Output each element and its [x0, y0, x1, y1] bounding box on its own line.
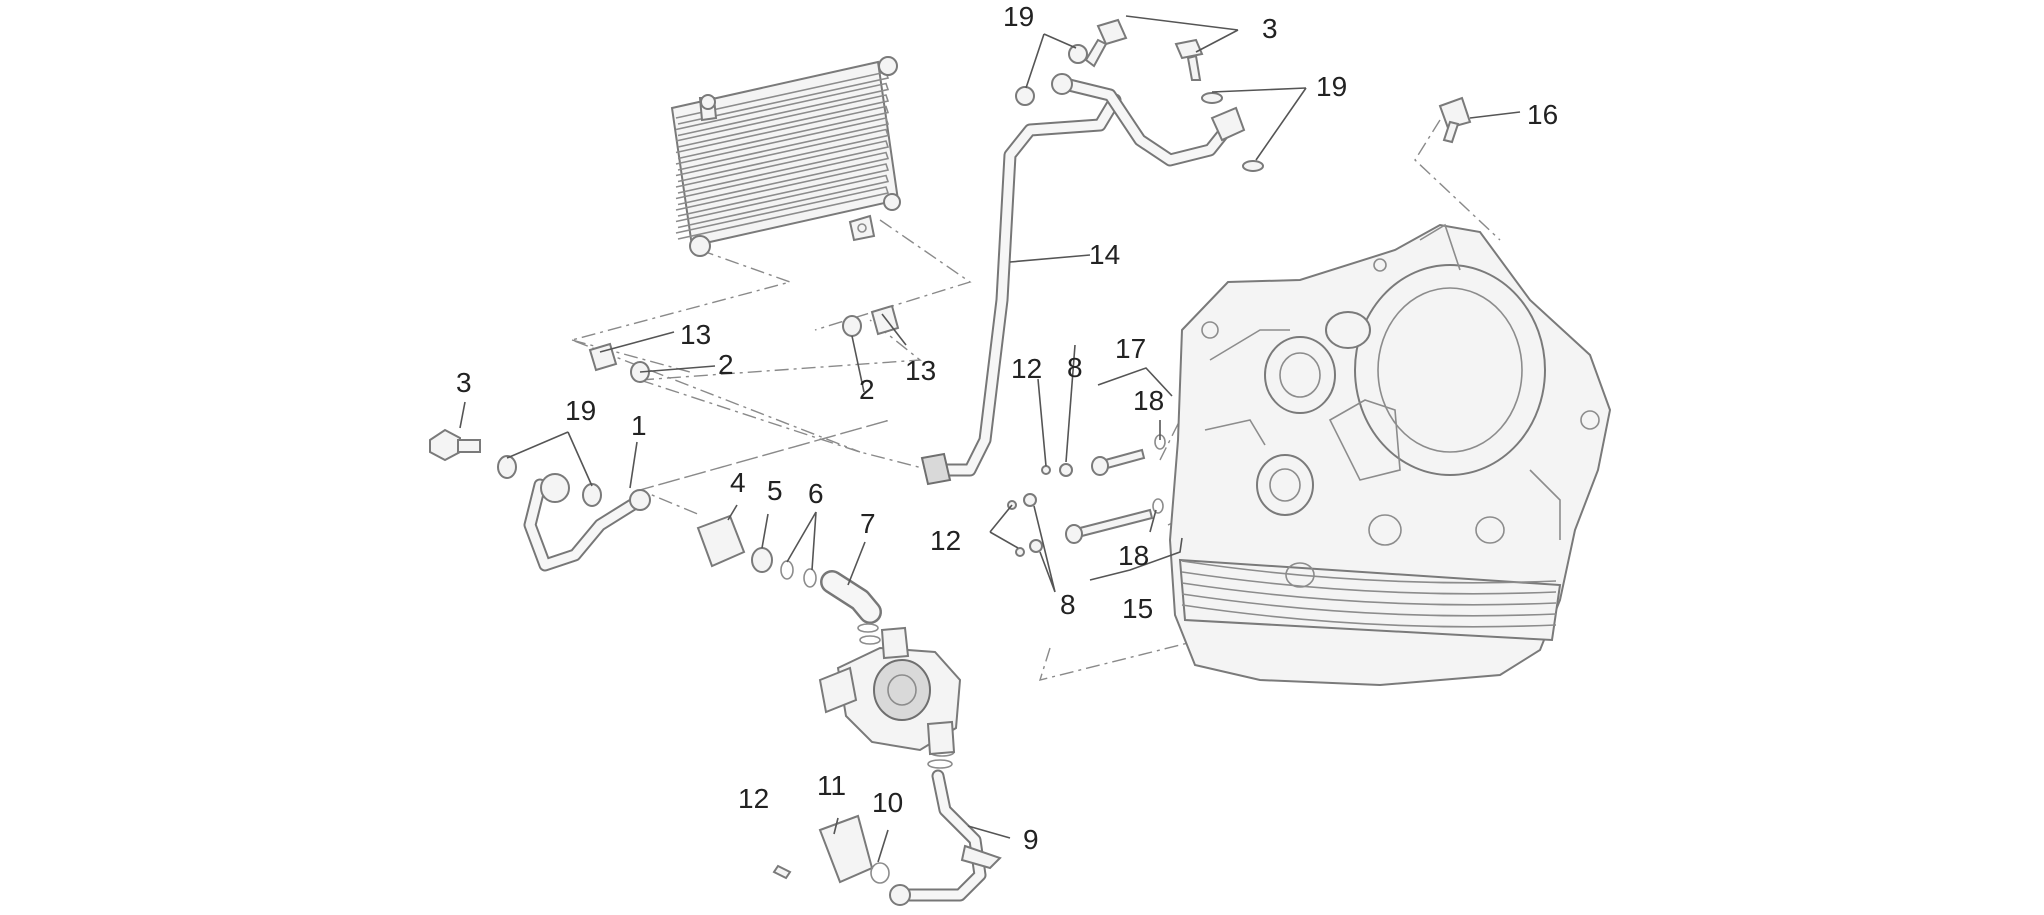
callout-19-top: 19 [1003, 1, 1034, 32]
cooler-fin [675, 163, 890, 217]
assembly-lines [569, 119, 1501, 681]
oil-line-9 [889, 769, 1002, 906]
cooler-fin [675, 128, 890, 183]
callout-12-upper: 12 [1011, 353, 1042, 384]
hose-7 [820, 570, 882, 624]
callout-17: 17 [1115, 333, 1146, 364]
callout-4: 4 [730, 467, 746, 498]
callout-12-pump: 12 [738, 783, 769, 814]
callout-13-right: 13 [905, 355, 936, 386]
oil-line-lower-left [523, 473, 651, 572]
crankcase-fin [1181, 582, 1557, 606]
callout-11: 11 [817, 770, 846, 801]
callout-18-lower: 18 [1118, 540, 1149, 571]
crankcase-fin [1181, 571, 1557, 595]
callout-18-upper: 18 [1133, 385, 1164, 416]
callout-19-left: 19 [565, 395, 596, 426]
callout-12-lower: 12 [930, 525, 961, 556]
oil-line-14 [920, 93, 1122, 486]
callout-6: 6 [808, 478, 824, 509]
callout-16: 16 [1527, 99, 1558, 130]
callout-1: 1 [631, 410, 647, 441]
callout-2-upper: 2 [718, 349, 734, 380]
callout-15: 15 [1122, 593, 1153, 624]
callout-3-top: 3 [1262, 13, 1278, 44]
oil-cooler [670, 56, 901, 257]
cooler-fin [675, 82, 890, 137]
cooler-fin [675, 151, 890, 206]
cooler-fin [675, 117, 890, 171]
callout-2-lower: 2 [859, 374, 875, 405]
callout-10: 10 [872, 787, 903, 818]
callout-13-left: 13 [680, 319, 711, 350]
callout-3-left: 3 [456, 367, 472, 398]
fittings [429, 18, 1472, 884]
cooler-fin [675, 105, 890, 160]
callout-19-right: 19 [1316, 71, 1347, 102]
crankcase-fin [1181, 593, 1557, 617]
callout-14: 14 [1089, 239, 1120, 270]
callout-5: 5 [767, 475, 783, 506]
callout-9: 9 [1023, 824, 1039, 855]
leader-lines [459, 15, 1521, 863]
cooler-fin [675, 174, 890, 229]
cooler-fin [675, 94, 890, 148]
cooler-fin [675, 140, 890, 194]
oil-pump [818, 626, 962, 756]
crankcase-fin [1181, 560, 1557, 584]
callout-8-upper: 8 [1067, 352, 1083, 383]
crankcase-fin [1181, 604, 1557, 628]
engine-crankcase [1168, 223, 1612, 687]
callout-labels: 1 2 2 3 3 4 5 6 7 8 8 9 10 11 12 12 12 1… [456, 1, 1558, 855]
oil-line-upper-branch [1051, 73, 1246, 167]
cooler-fin [675, 186, 890, 240]
callout-8-lower: 8 [1060, 589, 1076, 620]
callout-7: 7 [860, 508, 876, 539]
